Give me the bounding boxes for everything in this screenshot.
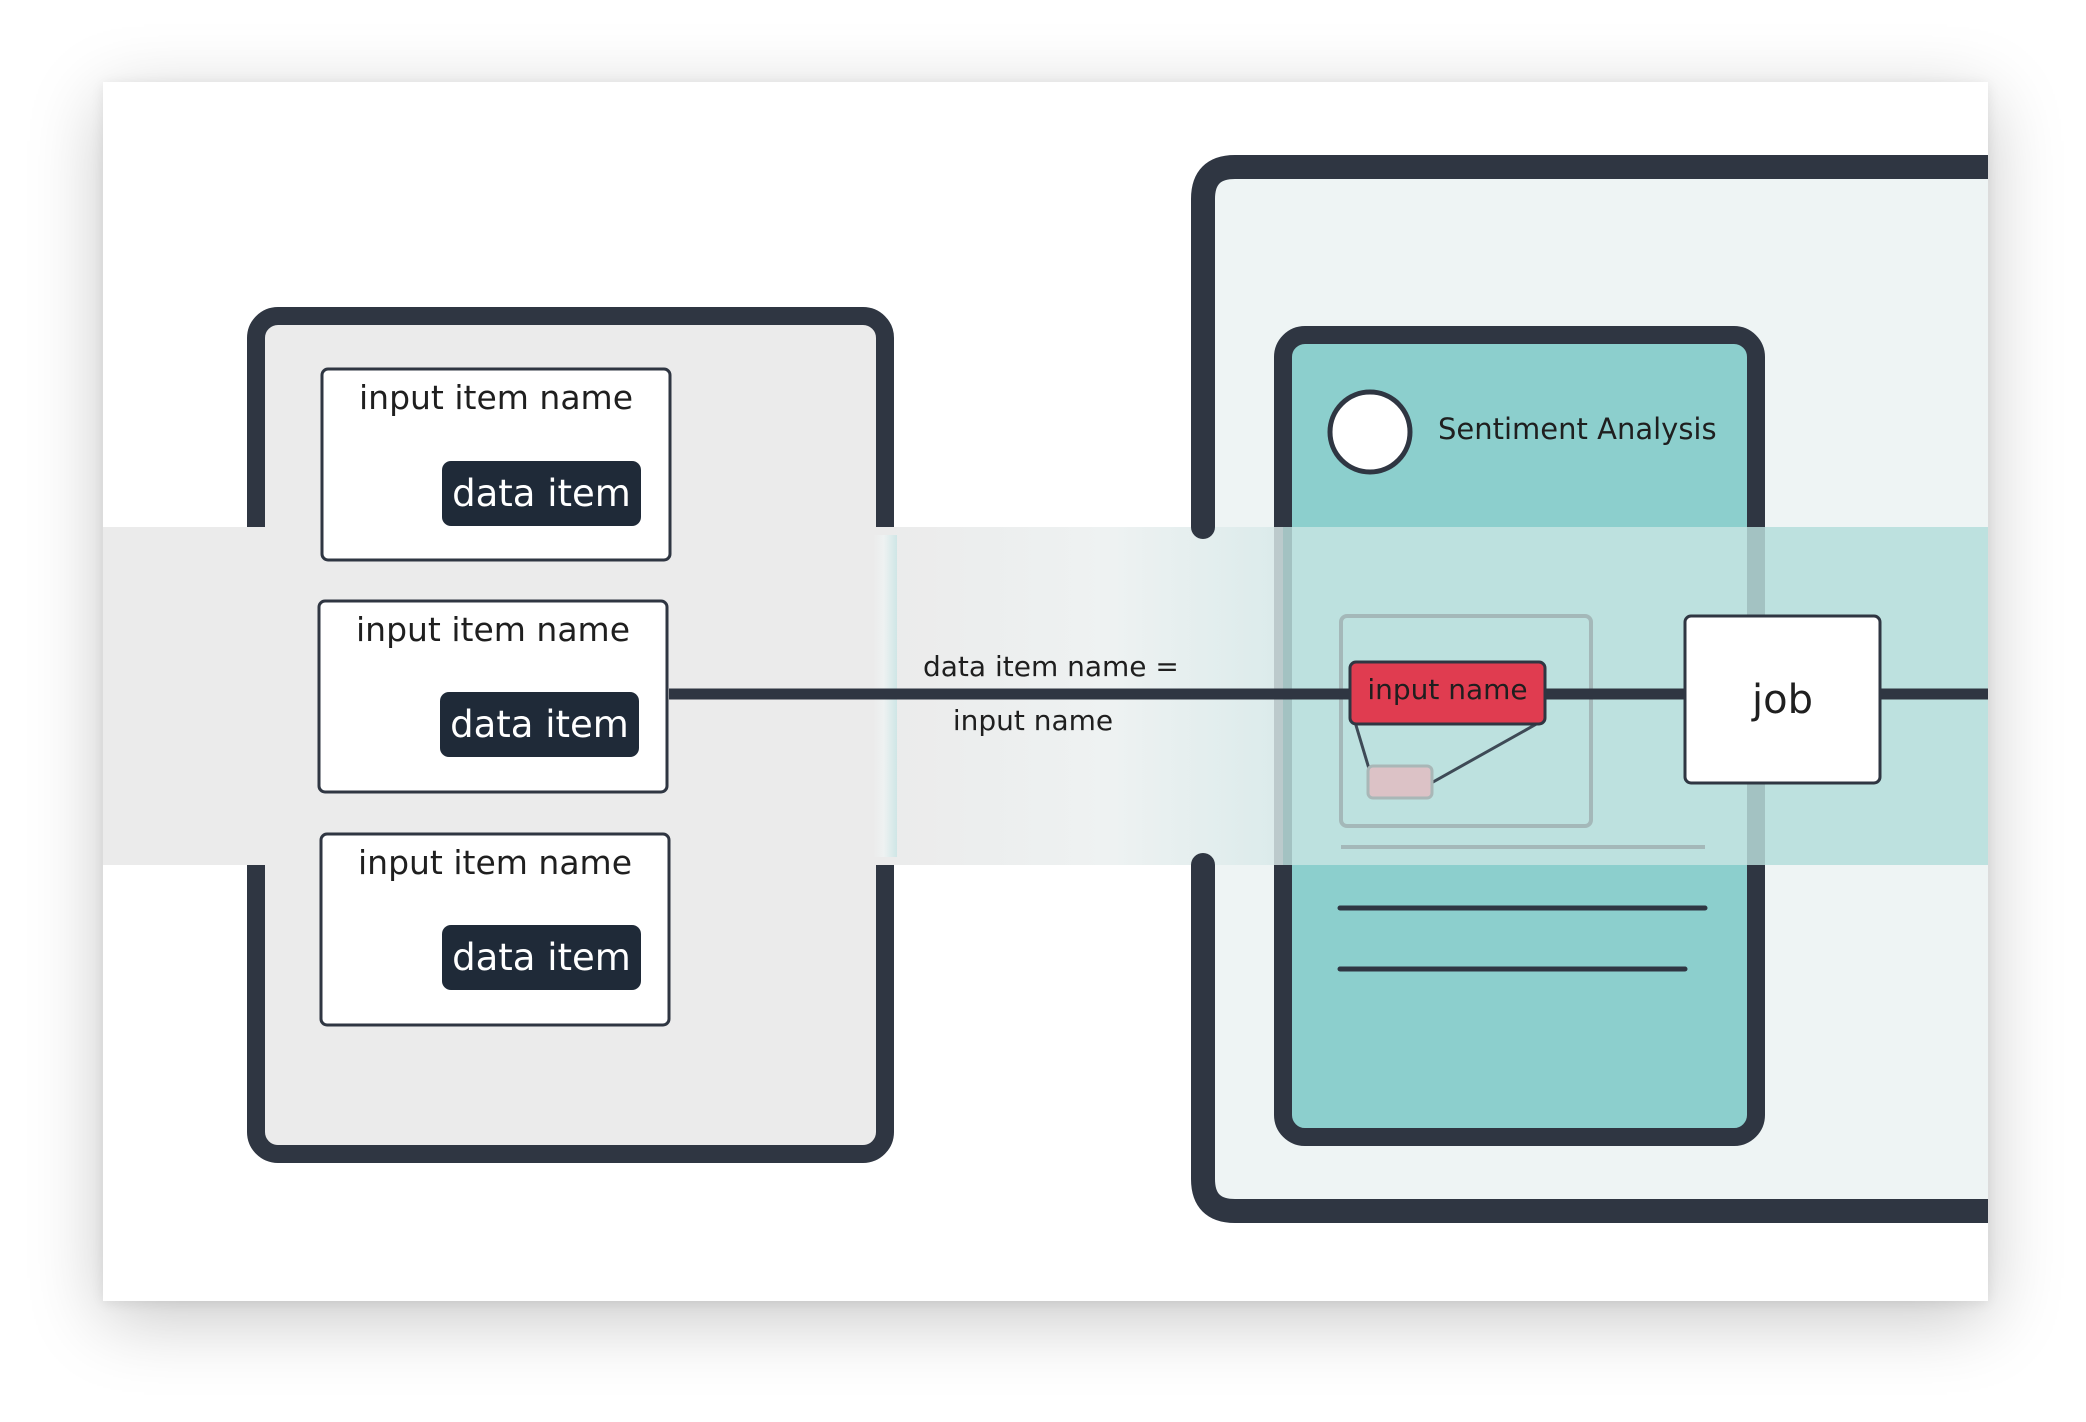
- connection-label-line-1: data item name =: [923, 650, 1179, 683]
- diagram-shapes: [103, 155, 1988, 1223]
- status-circle-icon: [1327, 389, 1413, 475]
- input-name-label: input name: [1367, 673, 1528, 706]
- data-item-chip-2: data item: [440, 692, 639, 757]
- input-item-name-3: input item name: [357, 843, 632, 882]
- connection-label-line-2: input name: [952, 704, 1114, 737]
- graph-widget-node: [1366, 764, 1434, 800]
- data-item-chip-3: data item: [442, 925, 641, 990]
- input-item-name-2: input item name: [355, 610, 630, 649]
- input-item-name-1: input item name: [358, 378, 633, 417]
- data-item-chip-1: data item: [442, 461, 641, 526]
- job-box: [1683, 614, 1882, 785]
- pipeline-container-outline: [1191, 155, 1988, 1223]
- diagram-canvas: input item name data item input item nam…: [103, 82, 1988, 1301]
- model-card-title: Sentiment Analysis: [1438, 412, 1717, 446]
- input-name-chip: [1348, 660, 1547, 726]
- job-label: job: [1752, 677, 1813, 723]
- graph-widget: [1339, 614, 1593, 828]
